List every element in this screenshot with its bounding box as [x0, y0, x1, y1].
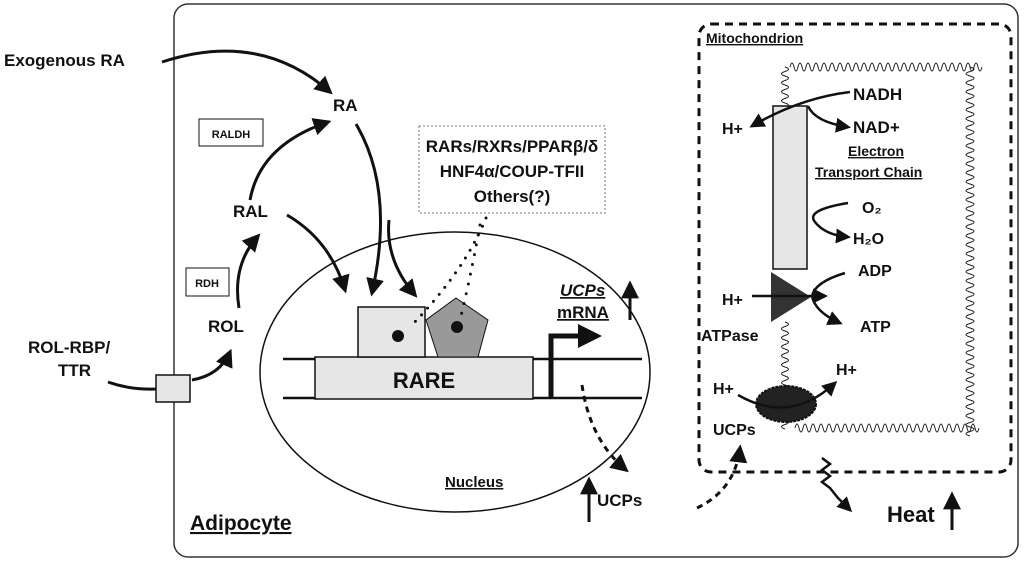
- mitochondrion-label: Mitochondrion: [706, 30, 803, 46]
- receptors-line1: RARs/RXRs/PPARβ/δ: [426, 137, 598, 156]
- rdh-label: RDH: [195, 278, 219, 290]
- heat-label: Heat: [887, 502, 935, 527]
- arrow-mrna-to-ucps: [580, 384, 629, 473]
- rol-label: ROL: [208, 317, 244, 336]
- ucp-protein-icon: [755, 385, 817, 423]
- arrow-ucps-to-mito: [696, 444, 748, 510]
- nadh-label: NADH: [853, 85, 902, 104]
- o2-label: O₂: [862, 200, 882, 217]
- electron-transport-chain: [772, 105, 808, 270]
- rol-rbp-label-line1: ROL-RBP/: [28, 338, 110, 357]
- receptor-square: [357, 306, 426, 358]
- receptor-label-box: [418, 125, 606, 214]
- adipocyte-label: Adipocyte: [190, 512, 292, 535]
- nucleus: [259, 231, 651, 513]
- atp-label: ATP: [860, 319, 891, 336]
- ligand-dot: [451, 321, 463, 333]
- etc-label-line1: Electron: [848, 143, 904, 159]
- arrow-ra-to-pentagon: [387, 219, 418, 298]
- adp-label: ADP: [858, 263, 892, 280]
- heat-wavy-arrow: [819, 457, 853, 513]
- arrow-o2-to-h2o: [812, 201, 851, 244]
- rol-rbp-label-line2: TTR: [58, 361, 91, 380]
- arrow-nadh-to-h-plus: [749, 90, 851, 128]
- h-plus-etc-label: H+: [722, 121, 743, 138]
- ra-label: RA: [333, 96, 358, 115]
- arrow-rol-to-ral: [236, 233, 261, 309]
- arrow-nadh-to-nad: [806, 105, 851, 133]
- arrow-ra-to-receptor: [354, 123, 384, 297]
- arrow-exogenous-to-ra: [161, 49, 333, 95]
- ucps-mrna-label-line1: UCPs: [560, 281, 605, 300]
- h-plus-ucp-out-label: H+: [836, 362, 857, 379]
- exogenous-ra-label: Exogenous RA: [4, 51, 125, 70]
- h-plus-atpase-label: H+: [722, 292, 743, 309]
- adipocyte-membrane: [173, 3, 1019, 558]
- arrow-transporter-to-rol: [191, 348, 233, 382]
- rare-element: [314, 356, 534, 400]
- arrow-h-plus-through-ucp: [737, 380, 838, 409]
- h2o-label: H₂O: [853, 231, 884, 248]
- nad-plus-label: NAD+: [853, 118, 900, 137]
- raldh-label: RALDH: [212, 129, 251, 141]
- ucps-mrna-label-line2: mRNA: [557, 303, 609, 322]
- arrow-ral-to-ra: [248, 118, 332, 201]
- transcription-start-arrow: [548, 333, 580, 398]
- transcription-arrowhead: [578, 324, 602, 348]
- h-plus-ucp-in-label: H+: [713, 381, 734, 398]
- rdh-box: [185, 267, 230, 297]
- arrow-ral-to-nucleus: [286, 213, 350, 294]
- receptors-line3: Others(?): [474, 187, 551, 206]
- receptor-link-dots: [458, 223, 482, 322]
- ligand-dot: [392, 330, 404, 342]
- atpase-label: ATPase: [701, 328, 759, 345]
- arrow-adp-to-atp: [810, 271, 846, 326]
- ucps-cyto-label: UCPs: [597, 491, 642, 510]
- inner-membrane: [781, 62, 983, 437]
- ral-label: RAL: [233, 202, 268, 221]
- receptors-line2: HNF4α/COUP-TFII: [440, 162, 585, 181]
- membrane-transporter: [155, 374, 191, 403]
- nucleus-label: Nucleus: [445, 474, 503, 491]
- rare-label: RARE: [393, 368, 455, 393]
- ucps-mito-label: UCPs: [713, 422, 756, 439]
- etc-label-line2: Transport Chain: [815, 164, 922, 180]
- arrow-ttr-to-transporter: [107, 380, 157, 391]
- mitochondrion-membrane: [697, 22, 1013, 474]
- raldh-box: [198, 118, 264, 147]
